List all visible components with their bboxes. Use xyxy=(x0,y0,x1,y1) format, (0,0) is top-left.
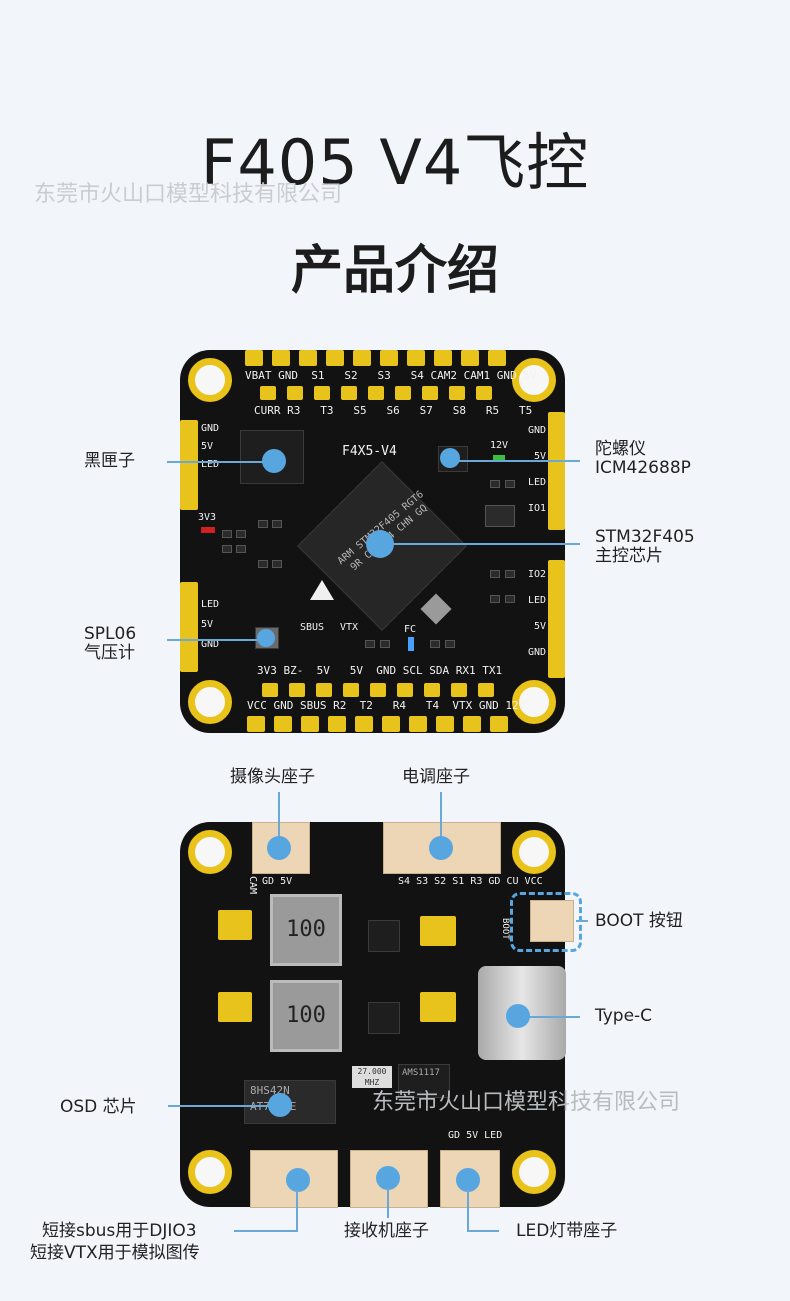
cam-pin-labels: CAM xyxy=(247,876,258,895)
annotation-osd-chip: OSD 芯片 xyxy=(60,1097,137,1117)
leader-line xyxy=(167,461,271,463)
callout-dot xyxy=(440,448,460,468)
callout-dot xyxy=(268,1093,292,1117)
label-3v3: 3V3 xyxy=(198,512,217,523)
right-pad-group xyxy=(548,412,565,530)
annotation-esc-socket: 电调座子 xyxy=(402,767,470,787)
left-pad-group xyxy=(180,420,198,510)
leader-line xyxy=(234,1230,298,1232)
callout-dot xyxy=(262,449,286,473)
mount-hole xyxy=(188,358,232,402)
label-fc: FC xyxy=(404,624,417,635)
ldo-marking: AMS1117 xyxy=(402,1068,440,1078)
label-vtx: VTX xyxy=(340,622,359,633)
leader-line xyxy=(467,1230,499,1232)
leader-line xyxy=(467,1190,469,1232)
boot-button xyxy=(530,900,574,942)
callout-dot xyxy=(366,530,394,558)
annotation-baro-l2: 气压计 xyxy=(84,643,135,663)
leader-line xyxy=(440,792,442,846)
ldo-chip xyxy=(398,1064,450,1098)
boot-silk: BOOT xyxy=(500,918,510,940)
mount-hole xyxy=(512,1150,556,1194)
right-pad-group xyxy=(548,560,565,678)
label-sbus: SBUS xyxy=(300,622,325,633)
leader-line xyxy=(167,639,267,641)
mount-hole xyxy=(188,680,232,724)
watermark-top: 东莞市火山口模型科技有限公司 xyxy=(34,182,343,207)
leader-line xyxy=(452,460,580,462)
mount-hole xyxy=(512,830,556,874)
annotation-receiver-socket: 接收机座子 xyxy=(344,1221,429,1241)
callout-dot xyxy=(506,1004,530,1028)
led-red xyxy=(201,527,215,533)
capacitor xyxy=(218,910,252,940)
led-blue xyxy=(408,637,414,651)
led-pin-labels: GD 5V LED xyxy=(448,1130,503,1141)
capacitor xyxy=(420,916,456,946)
cam-pin-labels-2: GD 5V xyxy=(262,876,293,887)
annotation-blackbox: 黑匣子 xyxy=(84,451,135,471)
label-12v: 12V xyxy=(490,440,509,451)
callout-dot xyxy=(257,629,275,647)
annotation-gyro-l2: ICM42688P xyxy=(595,458,691,478)
mount-hole xyxy=(512,680,556,724)
leader-line xyxy=(296,1190,298,1232)
inductor: 100 xyxy=(270,980,342,1052)
page-title: F405 V4飞控 xyxy=(200,126,590,199)
annotation-camera-socket: 摄像头座子 xyxy=(230,767,315,787)
leader-line xyxy=(168,1105,278,1107)
annotation-baro-l1: SPL06 xyxy=(84,624,137,644)
annotation-boot-button: BOOT 按钮 xyxy=(595,911,683,931)
crystal-osc: 27.000 MHZ xyxy=(352,1066,392,1088)
mount-hole xyxy=(512,358,556,402)
annotation-type-c: Type-C xyxy=(595,1006,653,1026)
led-green xyxy=(493,455,505,460)
osd-chip xyxy=(244,1080,336,1124)
callout-dot xyxy=(376,1166,400,1190)
pin-label-row: VBAT GND S1 S2 S3 S4 CAM2 CAM1 GND 5V xyxy=(245,369,537,382)
annotation-sbus-l2: 短接VTX用于模拟图传 xyxy=(30,1243,200,1263)
leader-line xyxy=(278,792,280,846)
callout-dot xyxy=(286,1168,310,1192)
leader-line xyxy=(387,1188,389,1218)
annotation-led-socket: LED灯带座子 xyxy=(516,1221,618,1241)
capacitor xyxy=(218,992,252,1022)
leader-line xyxy=(576,920,588,922)
pin-label-row: 3V3 BZ- 5V 5V GND SCL SDA RX1 TX1 xyxy=(257,664,503,677)
regulator-chip xyxy=(368,920,400,952)
arrow-marker xyxy=(310,580,334,600)
left-pad-group xyxy=(180,582,198,672)
pin-label-row: VCC GND SBUS R2 T2 R4 T4 VTX GND 12V xyxy=(247,699,526,712)
esc-pin-labels: S4 S3 S2 S1 R3 GD CU VCC xyxy=(398,876,543,887)
boot-button-highlight xyxy=(510,892,582,952)
page-subtitle: 产品介绍 xyxy=(290,241,499,301)
mount-hole xyxy=(188,1150,232,1194)
leader-line xyxy=(518,1016,580,1018)
inductor: 100 xyxy=(270,894,342,966)
watermark-bottom: 东莞市火山口模型科技有限公司 xyxy=(372,1090,681,1115)
annotation-gyro-l1: 陀螺仪 xyxy=(595,439,646,459)
regulator-chip xyxy=(368,1002,400,1034)
capacitor xyxy=(420,992,456,1022)
callout-dot xyxy=(456,1168,480,1192)
pin-label-row: CURR R3 T3 S5 S6 S7 S8 R5 T5 xyxy=(254,404,533,417)
mount-hole xyxy=(188,830,232,874)
leader-line xyxy=(380,543,580,545)
board-silkscreen-name: F4X5-V4 xyxy=(342,444,397,459)
annotation-mcu-l2: 主控芯片 xyxy=(595,546,663,566)
annotation-mcu-l1: STM32F405 xyxy=(595,527,695,547)
callout-dot xyxy=(267,836,291,860)
callout-dot xyxy=(429,836,453,860)
annotation-sbus-l1: 短接sbus用于DJIO3 xyxy=(42,1221,197,1241)
